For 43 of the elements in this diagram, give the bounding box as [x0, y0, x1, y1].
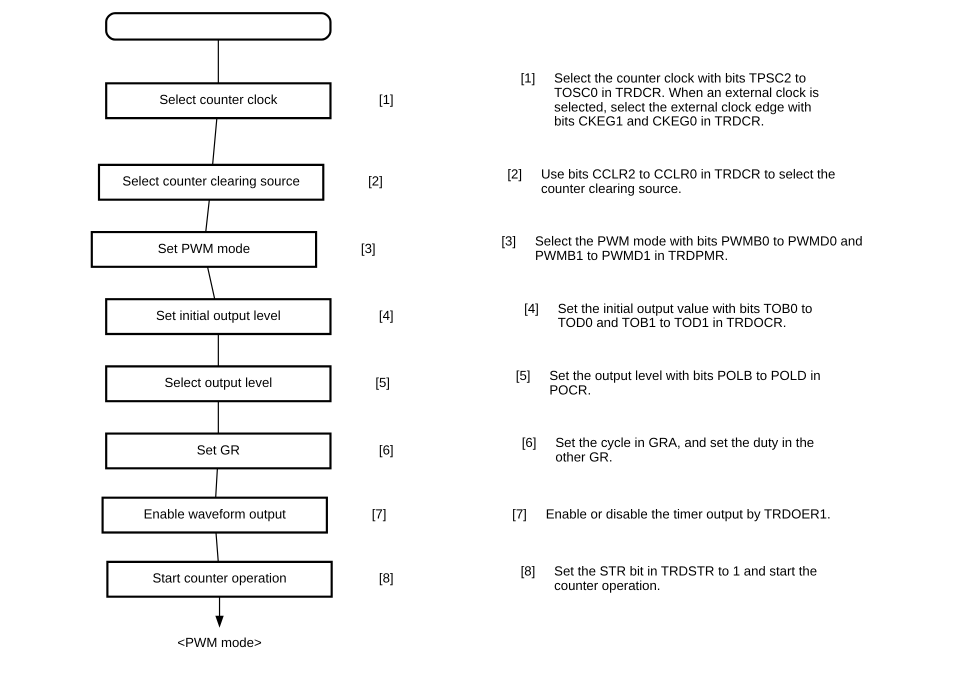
- node-label: [3]: [360, 240, 376, 256]
- connector: [214, 532, 218, 562]
- node-box: Select counter clearing source: [97, 164, 324, 201]
- label: [8]: [520, 563, 535, 578]
- connector: [217, 401, 218, 434]
- label: [6]: [521, 435, 536, 450]
- label: Enable or disable the timer output by TRDOER1.: [545, 506, 830, 522]
- label: [2]: [506, 166, 522, 182]
- node-box: Set GR: [104, 432, 332, 470]
- node-box: Start counter operation: [106, 560, 332, 598]
- node-box: Set initial output level: [104, 298, 332, 336]
- label: Set the cycle in GRA, and set the duty in the other GR.: [554, 435, 814, 464]
- connector: [217, 334, 218, 366]
- label: Select the PWM mode with bits PWMB0 to PWMD0 and PWMB1 to PWMD1 in TRDPMR.: [534, 234, 862, 263]
- label: [7]: [512, 506, 526, 522]
- node-label: [8]: [378, 570, 394, 586]
- label: [5]: [515, 368, 530, 383]
- node-label: [4]: [378, 308, 394, 323]
- label: Select the counter clock with bits TPSC2 to TOSC0 in TRDCR. When an external clock is selected, select the external clock edge with bits CKEG1 and CKEG0 in TRDCR.: [554, 70, 818, 129]
- connector: [206, 266, 215, 299]
- connector: [214, 468, 218, 498]
- label: [3]: [500, 234, 516, 249]
- node-box: Select counter clock: [104, 82, 332, 120]
- connector: [204, 200, 210, 232]
- label: [1]: [520, 70, 535, 86]
- node-box: Enable waveform output: [101, 496, 328, 534]
- node-text: <PWM mode>: [176, 634, 262, 650]
- node-label: [1]: [378, 92, 394, 108]
- label: Use bits CCLR2 to CCLR0 in TRDCR to select the counter clearing source.: [540, 166, 835, 196]
- label: Set the STR bit in TRDSTR to 1 and start the counter operation.: [554, 563, 817, 593]
- node-label: [2]: [368, 174, 382, 189]
- label: Set the output level with bits POLB to POLD in POCR.: [548, 368, 820, 398]
- node-box: Select output level: [104, 365, 332, 402]
- connector: [217, 40, 218, 83]
- node-label: [6]: [378, 442, 394, 458]
- node-label: [5]: [374, 375, 390, 390]
- label: [4]: [524, 300, 538, 316]
- arrow: [214, 596, 224, 628]
- label: Set the initial output value with bits TOB0 to TOD0 and TOB1 to TOD1 in TRDOCR.: [557, 300, 812, 330]
- node-box: [104, 12, 332, 41]
- node-label: [7]: [371, 506, 386, 522]
- connector: [212, 118, 217, 165]
- node-box: Set PWM mode: [90, 230, 317, 268]
